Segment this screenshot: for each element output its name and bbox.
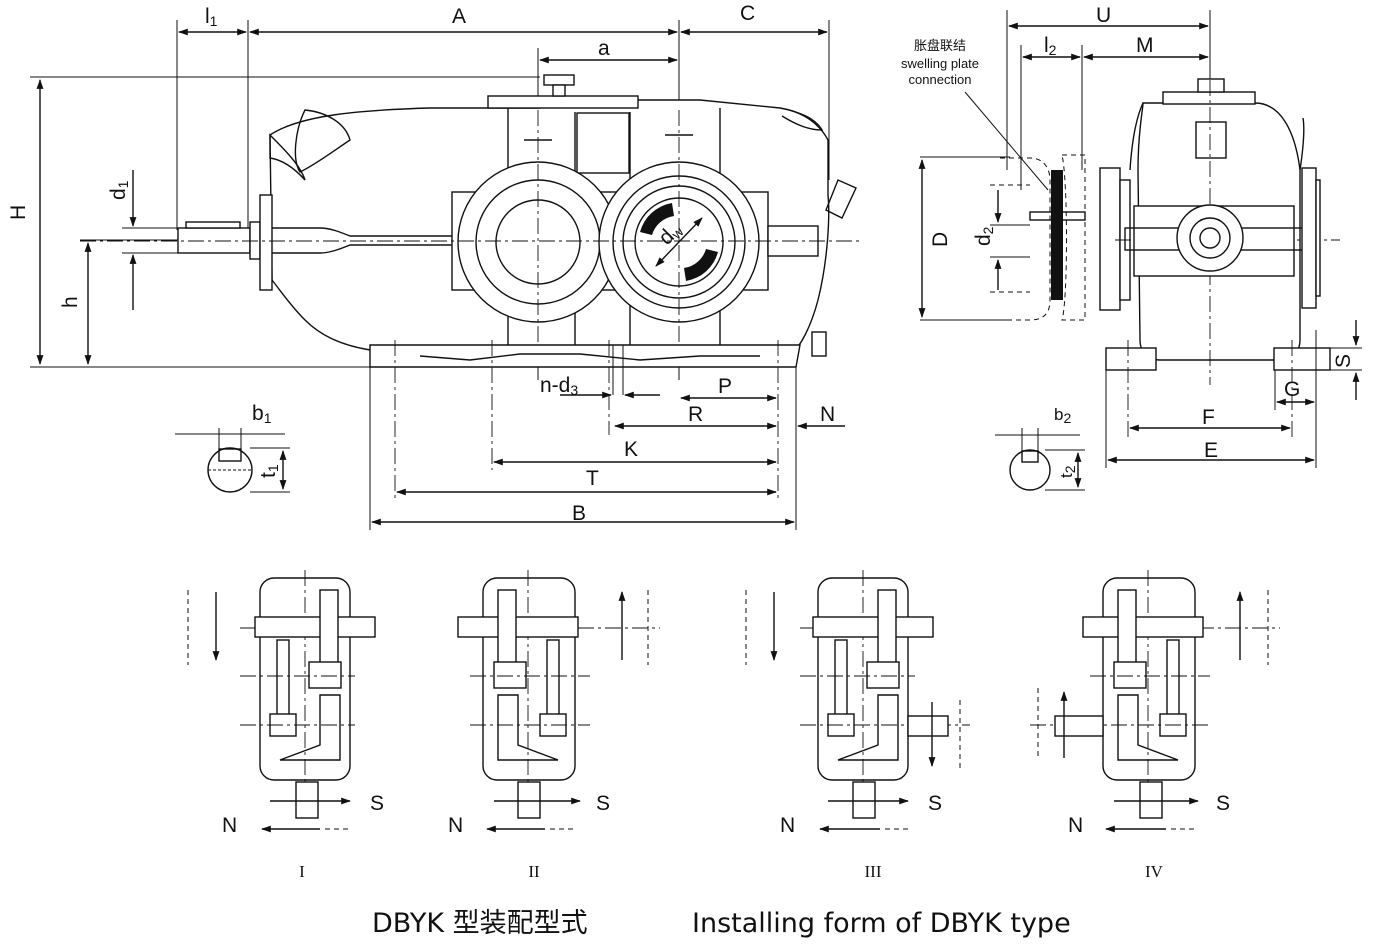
svg-text:b2: b2 — [1054, 405, 1071, 426]
svg-text:l2: l2 — [1044, 34, 1057, 58]
dim-U: U — [1096, 4, 1111, 27]
svg-text:d1: d1 — [107, 180, 131, 200]
dim-h: h — [59, 296, 82, 308]
dim-d1: d — [107, 188, 130, 200]
form-I-n-label: N — [222, 814, 237, 837]
dim-D: D — [929, 232, 952, 247]
dim-n-d3: n-d — [540, 374, 570, 397]
swelling-plate-note-cn: 胀盘联结 — [914, 38, 966, 53]
dim-B: B — [572, 502, 586, 525]
dim-t1: t — [257, 472, 280, 478]
form-IV-s-label: S — [1216, 792, 1230, 815]
dim-b2: b — [1054, 405, 1063, 424]
dim-t2: t — [1057, 473, 1076, 478]
svg-text:l1: l1 — [205, 5, 218, 29]
form-IV-numeral: IV — [1145, 862, 1164, 881]
form-III-numeral: III — [865, 862, 882, 881]
keyway-section-output — [995, 428, 1085, 491]
dim-C: C — [740, 2, 755, 25]
dim-a: a — [598, 37, 610, 60]
form-III-s-label: S — [928, 792, 942, 815]
dim-N: N — [820, 403, 835, 426]
swelling-plate-note-en-1: swelling plate — [901, 56, 979, 71]
form-II-s-label: S — [596, 792, 610, 815]
form-IV-n-label: N — [1068, 814, 1083, 837]
dim-P: P — [718, 375, 732, 398]
dimension-labels: l1 A C a H h d1 dw n-d3 P R N K T B b1 t… — [7, 2, 1355, 525]
form-III-n-label: N — [780, 814, 795, 837]
dim-K: K — [624, 438, 638, 461]
svg-text:b1: b1 — [252, 402, 272, 426]
svg-text:t1: t1 — [257, 464, 281, 478]
keyway-section-input — [175, 428, 290, 493]
dim-T: T — [586, 467, 599, 490]
dim-G: G — [1284, 378, 1300, 401]
caption-english: Installing form of DBYK type — [692, 908, 1071, 939]
dim-F: F — [1202, 406, 1215, 429]
figure-caption: DBYK 型装配型式 Installing form of DBYK type — [372, 908, 1071, 939]
svg-text:d2: d2 — [972, 226, 996, 246]
installing-form-III: S N III — [745, 570, 970, 881]
dim-S: S — [1332, 354, 1355, 368]
installing-form-I: S N I — [187, 570, 384, 881]
dim-b1: b — [252, 402, 264, 425]
installing-form-II: S N II — [448, 570, 660, 881]
dim-A: A — [452, 5, 466, 28]
form-I-numeral: I — [299, 862, 305, 881]
caption-chinese: DBYK 型装配型式 — [372, 908, 588, 939]
form-II-n-label: N — [448, 814, 463, 837]
dim-H: H — [7, 205, 30, 220]
dim-l2: l — [1044, 34, 1049, 57]
svg-text:t2: t2 — [1057, 465, 1078, 478]
dim-R: R — [688, 403, 703, 426]
front-view — [30, 20, 860, 530]
form-I-s-label: S — [370, 792, 384, 815]
dim-d2: d — [972, 234, 995, 246]
dim-M: M — [1136, 34, 1154, 57]
swelling-plate-note-en-2: connection — [909, 72, 972, 87]
svg-text:n-d3: n-d3 — [540, 374, 578, 398]
side-view — [918, 10, 1362, 468]
dim-E: E — [1204, 439, 1218, 462]
dim-l1: l — [205, 5, 210, 28]
installing-form-IV: S N IV — [1030, 570, 1280, 881]
form-II-numeral: II — [528, 862, 540, 881]
